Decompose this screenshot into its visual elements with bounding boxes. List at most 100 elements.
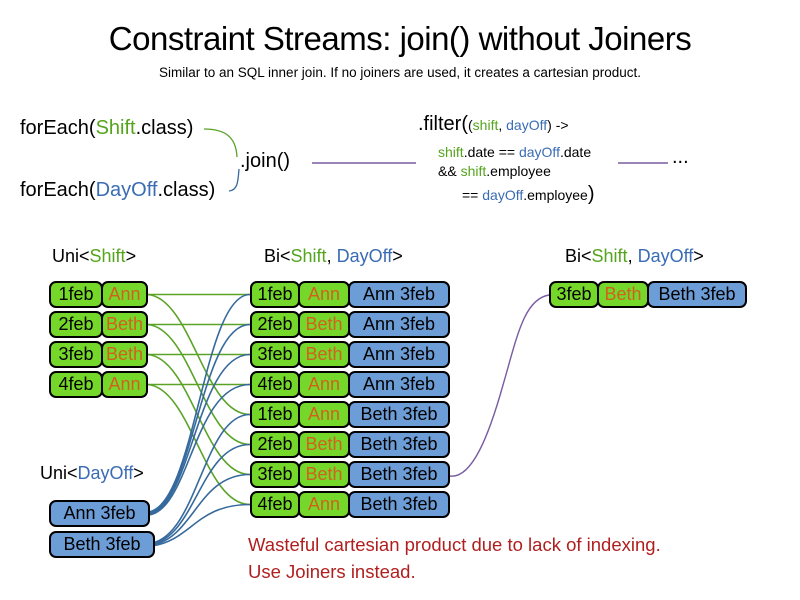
shift-type-token: Shift (591, 246, 628, 266)
code-text: forEach( (20, 117, 96, 139)
dayoff-arg-token: dayOff (518, 144, 560, 160)
brace-connectors (203, 128, 240, 192)
bi-row: 3feb Beth Ann 3feb (250, 341, 450, 368)
dayoff-row: Ann 3feb (49, 500, 150, 527)
dayoff-cell: Beth 3feb (348, 491, 450, 518)
dayoff-cell: Ann 3feb (49, 500, 150, 527)
shift-row: 2feb Beth (49, 311, 148, 338)
label-text: > (133, 463, 144, 483)
warning-line-2: Use Joiners instead. (248, 561, 416, 582)
label-text: , (326, 246, 337, 266)
code-text: forEach( (20, 179, 96, 201)
shift-employee-cell: Ann (101, 371, 148, 398)
dayoff-type-token: DayOff (637, 246, 694, 266)
dayoff-cell: Beth 3feb (647, 281, 747, 308)
code-foreach-shift: forEach(Shift.class) (20, 117, 193, 140)
pipeline-connectors (312, 162, 668, 477)
shift-date-cell: 2feb (250, 311, 300, 338)
code-ellipsis: ... (672, 146, 689, 168)
bi-result-row: 3feb Beth Beth 3feb (549, 281, 747, 308)
label-uni-dayoff: Uni<DayOff> (40, 463, 144, 484)
dayoff-connectors (148, 293, 251, 547)
shift-date-cell: 1feb (49, 281, 103, 308)
shift-employee-cell: Ann (298, 281, 350, 308)
bi-row: 4feb Ann Beth 3feb (250, 491, 450, 518)
code-filter-line2: shift.date == dayOff.date (438, 144, 591, 160)
shift-arg-token: shift (460, 163, 487, 179)
shift-employee-cell: Ann (101, 281, 148, 308)
code-text: .date == (463, 144, 519, 160)
label-text: Bi< (565, 246, 592, 266)
bi-row: 2feb Beth Beth 3feb (250, 431, 450, 458)
shift-arg-token: shift (472, 117, 499, 133)
dayoff-cell: Ann 3feb (348, 341, 450, 368)
shift-date-cell: 3feb (549, 281, 599, 308)
code-filter-line4: == dayOff.employee) (462, 183, 595, 206)
code-foreach-dayoff: forEach(DayOff.class) (20, 179, 215, 202)
shift-employee-cell: Beth (597, 281, 649, 308)
label-text: > (693, 246, 704, 266)
code-text: .employee (523, 187, 588, 203)
label-bi-mid: Bi<Shift, DayOff> (264, 246, 403, 267)
warning-note: Wasteful cartesian product due to lack o… (248, 531, 661, 585)
result-connector-line (449, 294, 550, 477)
dayoff-cell: Ann 3feb (348, 311, 450, 338)
code-text: && (438, 163, 461, 179)
code-join: .join() (240, 150, 291, 172)
shift-arg-token: shift (438, 144, 464, 160)
shift-date-cell: 3feb (250, 341, 300, 368)
warning-line-1: Wasteful cartesian product due to lack o… (248, 534, 661, 555)
dayoff-arg-token: dayOff (506, 117, 548, 133)
code-text: ) -> (547, 117, 569, 133)
shift-date-cell: 4feb (49, 371, 103, 398)
shift-date-cell: 2feb (49, 311, 103, 338)
label-text: Bi< (264, 246, 291, 266)
shift-type-token: Shift (89, 246, 126, 266)
filter-args: (shift, dayOff) -> (468, 117, 569, 133)
shift-row: 3feb Beth (49, 341, 148, 368)
shift-employee-cell: Beth (298, 431, 350, 458)
bi-row: 1feb Ann Ann 3feb (250, 281, 450, 308)
shift-date-cell: 3feb (250, 461, 300, 488)
bi-row: 2feb Beth Ann 3feb (250, 311, 450, 338)
shift-date-cell: 4feb (250, 371, 300, 398)
label-text: Uni< (52, 246, 90, 266)
filter-close-token: ) (587, 183, 595, 205)
shift-employee-cell: Ann (298, 401, 350, 428)
label-text: , (627, 246, 638, 266)
shift-employee-cell: Beth (298, 341, 350, 368)
code-filter-line3: && shift.employee (438, 163, 551, 179)
dayoff-row: Beth 3feb (49, 531, 155, 558)
page-subtitle: Similar to an SQL inner join. If no join… (159, 65, 641, 80)
shift-connectors (147, 293, 251, 506)
bi-row: 3feb Beth Beth 3feb (250, 461, 450, 488)
label-text: Uni< (40, 463, 78, 483)
code-text: ( (468, 117, 473, 133)
shift-row: 1feb Ann (49, 281, 148, 308)
code-text: == (462, 187, 483, 203)
dayoff-type-token: DayOff (336, 246, 393, 266)
label-uni-shift: Uni<Shift> (52, 246, 136, 267)
dayoff-cell: Beth 3feb (348, 431, 450, 458)
dayoff-type-token: DayOff (77, 463, 134, 483)
dayoff-cell: Ann 3feb (348, 371, 450, 398)
shift-class-token: Shift (95, 117, 136, 139)
shift-employee-cell: Beth (298, 311, 350, 338)
dayoff-cell: Ann 3feb (348, 281, 450, 308)
label-text: > (125, 246, 137, 266)
brace-shift-line (203, 128, 238, 158)
page-title: Constraint Streams: join() without Joine… (108, 20, 692, 57)
shift-date-cell: 2feb (250, 431, 300, 458)
dayoff-cell: Beth 3feb (49, 531, 155, 558)
shift-date-cell: 4feb (250, 491, 300, 518)
shift-date-cell: 3feb (49, 341, 103, 368)
shift-employee-cell: Ann (298, 491, 350, 518)
bi-row: 4feb Ann Ann 3feb (250, 371, 450, 398)
shift-date-cell: 1feb (250, 401, 300, 428)
shift-row: 4feb Ann (49, 371, 148, 398)
code-text: .date (559, 144, 592, 160)
code-text: , (498, 117, 507, 133)
code-text: .class) (135, 117, 194, 139)
